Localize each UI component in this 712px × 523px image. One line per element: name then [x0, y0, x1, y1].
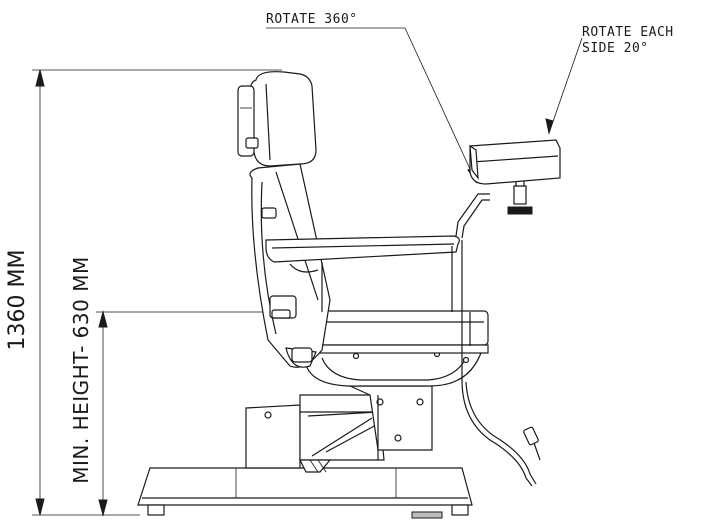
- rotate-360-label: ROTATE 360°: [266, 12, 358, 27]
- lift-mechanism: [245, 385, 433, 473]
- headrest: [237, 71, 317, 167]
- min-height-dimension: [96, 310, 295, 517]
- instrument-tray: [469, 139, 561, 185]
- seat-frame: [304, 349, 483, 387]
- min-height-label: MIN. HEIGHT- 630 MM: [69, 256, 93, 484]
- rotate-each-side-label-line2: SIDE 20°: [582, 41, 649, 56]
- overall-height-label: 1360 MM: [5, 249, 30, 351]
- chair-base: [137, 467, 473, 519]
- overall-height-dimension: [32, 69, 282, 516]
- cable: [461, 379, 541, 487]
- armrest: [265, 235, 463, 380]
- rotate-each-side-label-line1: ROTATE EACH: [582, 25, 674, 40]
- backrest: [249, 163, 331, 368]
